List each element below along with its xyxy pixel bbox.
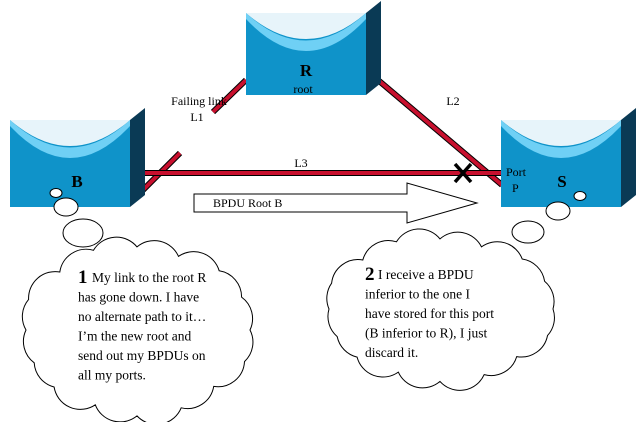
link-l3-label: L3: [294, 156, 307, 170]
thought-cloud-1: [21, 236, 254, 422]
thought-cloud-2: [326, 228, 555, 391]
cloud-text-line: I’m the new root and: [78, 329, 191, 344]
switch-r-sublabel: root: [293, 82, 313, 96]
thought-bubbles-s: [511, 191, 587, 244]
cloud-text-line: (B inferior to R), I just: [365, 326, 487, 341]
blocked-port-x-icon: [453, 162, 473, 184]
cloud-text-line: have stored for this port: [365, 306, 494, 321]
cloud-1-number: 1: [78, 267, 88, 288]
cloud-text-line: I receive a BPDU: [378, 267, 474, 282]
thought-bubbles-b: [49, 188, 104, 248]
cloud-text-line: send out my BPDUs on: [78, 348, 206, 363]
cloud-text-line: no alternate path to it…: [78, 309, 206, 324]
cloud-text-line: has gone down. I have: [78, 290, 199, 305]
link-l2: [376, 77, 504, 188]
bpdu-arrow: [193, 182, 479, 224]
cloud-text-line: inferior to the one I: [365, 287, 470, 302]
switch-s[interactable]: [501, 108, 636, 207]
switch-r-label: R: [300, 61, 313, 80]
port-id-label: P: [512, 181, 519, 195]
cloud-2-number: 2: [365, 264, 375, 285]
switch-b[interactable]: [10, 108, 145, 207]
cloud-text-line: all my ports.: [78, 368, 146, 383]
switch-s-label: S: [557, 172, 566, 191]
switch-r[interactable]: [246, 1, 381, 95]
cloud-2-text: 2 I receive a BPDU inferior to the one I h…: [365, 264, 494, 360]
cloud-text-line: discard it.: [365, 345, 418, 360]
link-l1-label: L1: [190, 110, 203, 124]
switch-b-label: B: [71, 172, 82, 191]
cloud-1-text: 1 My link to the root R has gone down. I …: [78, 267, 206, 383]
cloud-text-line: My link to the root R: [92, 270, 206, 285]
port-label: Port: [506, 165, 527, 179]
bpdu-arrow-label: BPDU Root B: [213, 196, 282, 210]
failing-link-label: Failing link: [171, 94, 227, 108]
link-l2-label: L2: [446, 94, 459, 108]
